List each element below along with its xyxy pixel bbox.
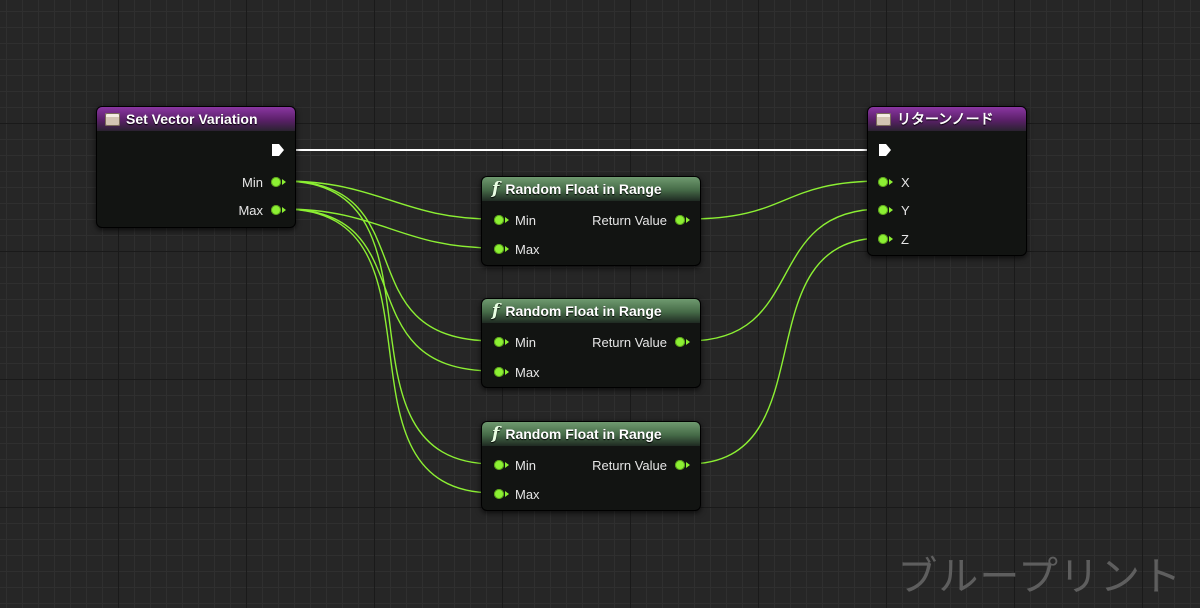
wire-random3-to-z[interactable]	[687, 237, 883, 465]
y-input-pin[interactable]: Y	[878, 202, 910, 218]
function-icon: f	[492, 179, 500, 199]
pin-label: Min	[515, 334, 536, 350]
exec-output-pin[interactable]	[271, 143, 285, 162]
blueprint-watermark: ブループリント	[897, 554, 1182, 600]
node-title: Random Float in Range	[505, 303, 662, 319]
function-icon: f	[492, 301, 500, 321]
max-output-pin[interactable]: Max	[238, 202, 286, 218]
max-input-pin[interactable]: Max	[494, 241, 540, 257]
float-pin-icon[interactable]	[271, 205, 286, 215]
return-value-pin[interactable]: Return Value	[592, 457, 690, 473]
max-input-pin[interactable]: Max	[494, 486, 540, 502]
float-pin-icon[interactable]	[494, 460, 509, 470]
wire-min-to-random3-min[interactable]	[282, 180, 495, 465]
set-vector-variation-node[interactable]: Set Vector Variation Min Max	[96, 106, 296, 228]
pin-label: Z	[901, 231, 909, 247]
float-pin-icon[interactable]	[494, 367, 509, 377]
exec-input-pin[interactable]	[878, 143, 892, 162]
function-icon: f	[492, 424, 500, 444]
wire-min-to-random2-min[interactable]	[282, 180, 495, 342]
min-input-pin[interactable]: Min	[494, 334, 536, 350]
min-input-pin[interactable]: Min	[494, 212, 536, 228]
float-pin-icon[interactable]	[878, 177, 893, 187]
pin-label: X	[901, 174, 910, 190]
float-pin-icon[interactable]	[494, 489, 509, 499]
float-pin-icon[interactable]	[878, 234, 893, 244]
wire-max-to-random1-max[interactable]	[282, 208, 495, 249]
x-input-pin[interactable]: X	[878, 174, 910, 190]
min-output-pin[interactable]: Min	[242, 174, 286, 190]
pin-label: Min	[515, 212, 536, 228]
pin-label: Max	[238, 202, 263, 218]
node-header[interactable]: f Random Float in Range	[482, 422, 700, 446]
pin-label: Return Value	[592, 334, 667, 350]
event-node-icon	[105, 112, 120, 126]
pin-label: Return Value	[592, 457, 667, 473]
pin-label: Min	[242, 174, 263, 190]
pin-label: Min	[515, 457, 536, 473]
node-header[interactable]: リターンノード	[868, 107, 1026, 131]
float-pin-icon[interactable]	[271, 177, 286, 187]
wire-max-to-random3-max[interactable]	[282, 208, 495, 494]
node-header[interactable]: Set Vector Variation	[97, 107, 295, 131]
float-pin-icon[interactable]	[675, 337, 690, 347]
node-header[interactable]: f Random Float in Range	[482, 299, 700, 323]
float-pin-icon[interactable]	[878, 205, 893, 215]
return-value-pin[interactable]: Return Value	[592, 212, 690, 228]
float-pin-icon[interactable]	[494, 337, 509, 347]
pin-label: Max	[515, 364, 540, 380]
pin-label: Max	[515, 486, 540, 502]
return-value-pin[interactable]: Return Value	[592, 334, 690, 350]
float-pin-icon[interactable]	[494, 215, 509, 225]
node-title: Random Float in Range	[505, 426, 662, 442]
node-title: リターンノード	[897, 111, 994, 127]
float-pin-icon[interactable]	[675, 460, 690, 470]
node-header[interactable]: f Random Float in Range	[482, 177, 700, 201]
pin-label: Y	[901, 202, 910, 218]
node-title: Random Float in Range	[505, 181, 662, 197]
wire-random1-to-x[interactable]	[687, 180, 883, 220]
event-node-icon	[876, 112, 891, 126]
random-float-in-range-node-1[interactable]: f Random Float in Range Min Max Return V…	[481, 176, 701, 266]
exec-pin-icon	[272, 144, 284, 156]
wire-max-to-random2-max[interactable]	[282, 208, 495, 372]
random-float-in-range-node-2[interactable]: f Random Float in Range Min Max Return V…	[481, 298, 701, 388]
wire-min-to-random1-min[interactable]	[282, 180, 495, 220]
exec-pin-icon	[879, 144, 891, 156]
max-input-pin[interactable]: Max	[494, 364, 540, 380]
node-title: Set Vector Variation	[126, 111, 258, 127]
random-float-in-range-node-3[interactable]: f Random Float in Range Min Max Return V…	[481, 421, 701, 511]
float-pin-icon[interactable]	[675, 215, 690, 225]
min-input-pin[interactable]: Min	[494, 457, 536, 473]
pin-label: Return Value	[592, 212, 667, 228]
return-node[interactable]: リターンノード X Y Z	[867, 106, 1027, 256]
z-input-pin[interactable]: Z	[878, 231, 909, 247]
pin-label: Max	[515, 241, 540, 257]
wire-random2-to-y[interactable]	[687, 208, 883, 342]
float-pin-icon[interactable]	[494, 244, 509, 254]
